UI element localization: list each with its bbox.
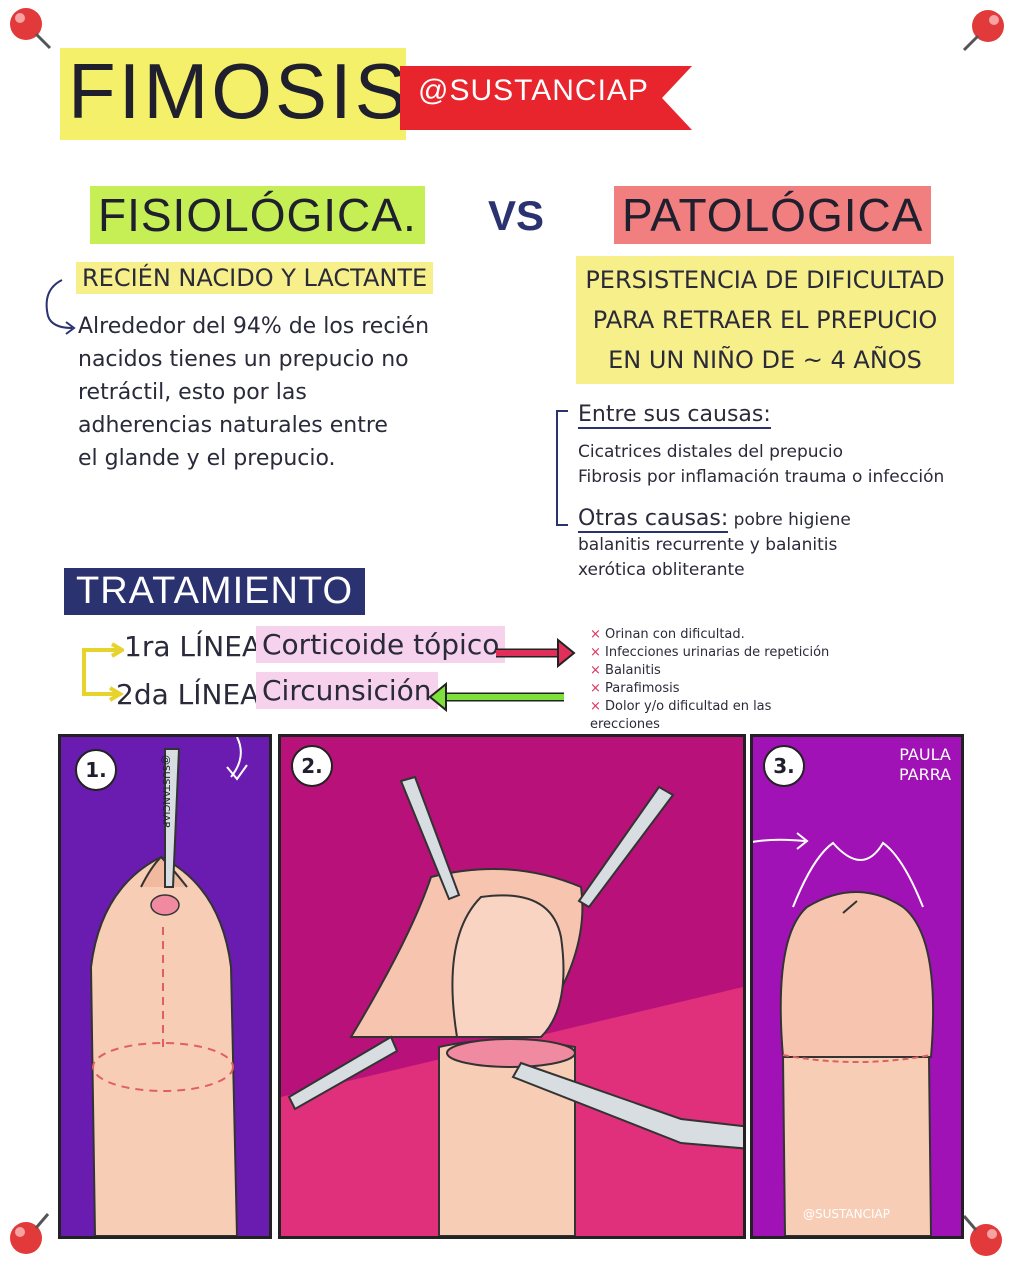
- other-cause-line: balanitis recurrente y balanitis: [578, 535, 838, 555]
- pushpin-icon: [10, 1213, 50, 1254]
- yellow-bracket-arrow-icon: [82, 642, 124, 702]
- indication-text: Dolor y/o dificultad en las erecciones: [590, 699, 772, 732]
- text-line: retráctil, esto por las: [78, 380, 307, 405]
- handle-label: @SUSTANCIAP: [418, 74, 649, 107]
- step-number: 1.: [75, 749, 117, 791]
- watermark-handle: @SUSTANCIAP: [160, 755, 171, 828]
- second-line-label: 2da LÍNEA: [116, 678, 260, 711]
- post-surgery-illustration: [753, 832, 935, 1236]
- list-item: × Balanitis: [590, 663, 661, 678]
- illustration-panel-2: 2.: [278, 734, 746, 1239]
- definition-line: EN UN NIÑO DE ~ 4 AÑOS: [608, 346, 922, 374]
- indication-text: Infecciones urinarias de repetición: [605, 645, 830, 660]
- list-item: × Orinan con dificultad.: [590, 627, 745, 642]
- first-line-label: 1ra LÍNEA: [124, 630, 262, 663]
- heading-fisiologica: FISIOLÓGICA.: [90, 186, 425, 244]
- handle-banner: [400, 66, 692, 130]
- definition-line: PERSISTENCIA DE DIFICULTAD: [585, 266, 945, 294]
- text-line: Alrededor del 94% de los recién: [78, 314, 430, 339]
- causes-label-text: Entre sus causas:: [578, 402, 771, 429]
- causes-bracket: [556, 410, 568, 526]
- first-line-value: Corticoide tópico: [256, 626, 506, 663]
- list-item: × Infecciones urinarias de repetición: [590, 645, 830, 660]
- pushpin-icon: [10, 8, 52, 50]
- other-cause-line: pobre higiene: [733, 510, 851, 530]
- list-item: × Parafimosis: [590, 681, 680, 696]
- page-title: FIMOSIS: [68, 47, 410, 135]
- step-number: 3.: [763, 745, 805, 787]
- treatment-heading: TRATAMIENTO: [64, 568, 365, 615]
- author-line: PARRA: [899, 765, 952, 784]
- watermark-handle: @SUSTANCIAP: [803, 1207, 890, 1221]
- step-number: 2.: [291, 745, 333, 787]
- indication-text: Balanitis: [605, 663, 661, 678]
- other-cause-line: xerótica obliterante: [578, 560, 745, 580]
- preputial-illustration: [89, 737, 248, 1236]
- causes-label: Entre sus causas:: [578, 402, 771, 429]
- patologica-definition-box: PERSISTENCIA DE DIFICULTAD PARA RETRAER …: [576, 256, 954, 384]
- pushpin-icon: [962, 10, 1004, 52]
- pushpin-icon: [962, 1215, 1002, 1256]
- author-signature: PAULA PARRA: [899, 745, 951, 785]
- text-line: el glande y el prepucio.: [78, 446, 336, 471]
- indication-text: Parafimosis: [605, 681, 680, 696]
- indication-text: Orinan con dificultad.: [605, 627, 745, 642]
- causes-list: Cicatrices distales del prepucio Fibrosi…: [578, 440, 978, 490]
- circumcision-illustration: [281, 775, 743, 1236]
- curved-arrow-icon: [45, 279, 76, 335]
- indications-list: × Orinan con dificultad. × Infecciones u…: [590, 626, 830, 734]
- second-line-value: Circunsición: [256, 672, 438, 709]
- text-line: adherencias naturales entre: [78, 413, 388, 438]
- definition-line: PARA RETRAER EL PREPUCIO: [592, 306, 938, 334]
- red-arrow-icon: [496, 637, 576, 669]
- green-arrow-icon: [428, 681, 564, 713]
- list-item: × Dolor y/o dificultad en las erecciones: [590, 699, 772, 732]
- vs-label: VS: [488, 192, 545, 239]
- subheading-recien-nacido: RECIÉN NACIDO Y LACTANTE: [76, 262, 434, 294]
- heading-patologica: PATOLÓGICA: [614, 186, 932, 244]
- illustration-panel-1: 1. @SUSTANCIAP: [58, 734, 272, 1239]
- text-line: nacidos tienes un prepucio no: [78, 347, 409, 372]
- cause-item: Fibrosis por inflamación trauma o infecc…: [578, 467, 945, 487]
- fisiologica-description: Alrededor del 94% de los recién nacidos …: [78, 310, 458, 475]
- title-highlight: [60, 48, 406, 140]
- cause-item: Cicatrices distales del prepucio: [578, 442, 843, 462]
- other-causes: Otras causas: pobre higiene balanitis re…: [578, 506, 978, 583]
- author-line: PAULA: [899, 745, 951, 764]
- illustration-panel-3: 3. PAULA PARRA @SUSTANCIAP: [750, 734, 964, 1239]
- other-causes-label: Otras causas:: [578, 506, 729, 533]
